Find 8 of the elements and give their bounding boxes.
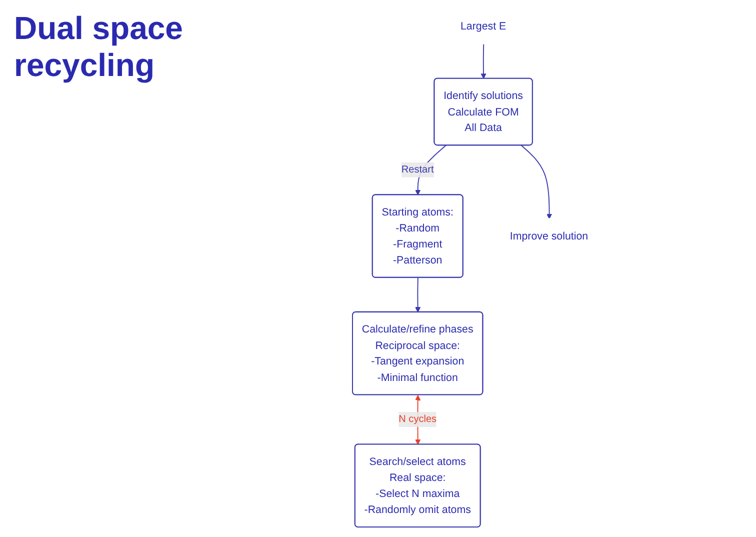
node-text: Largest E — [460, 20, 506, 32]
arrow — [520, 144, 552, 220]
edge-label: N cycles — [398, 414, 437, 424]
node-text: Improve solution — [510, 230, 588, 242]
arrow — [415, 277, 421, 312]
edge-label: Restart — [401, 164, 434, 175]
diagram-title: Dual space recycling — [14, 10, 184, 84]
arrow — [480, 44, 486, 79]
